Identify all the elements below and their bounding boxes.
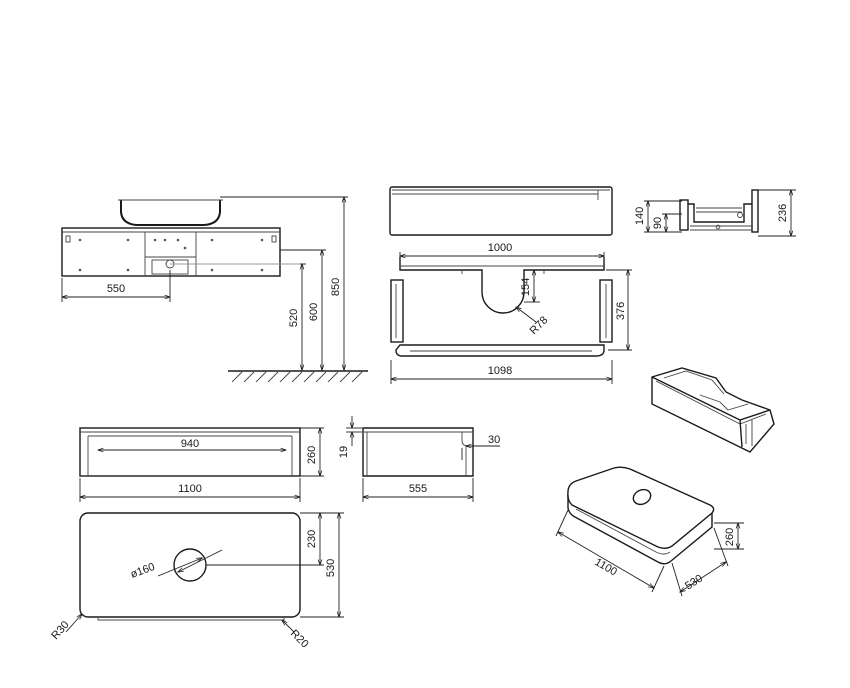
dim-376: 376 xyxy=(615,302,627,320)
dim-230: 230 xyxy=(306,530,318,548)
basin-section-view: 1000 154 R78 376 1098 xyxy=(389,186,632,384)
drawer-side-view: 140 90 236 xyxy=(634,189,796,236)
dim-19: 19 xyxy=(338,446,350,458)
dim-r20: R20 xyxy=(288,628,311,651)
basin-top-front xyxy=(389,186,613,236)
dim-530-plan: 530 xyxy=(325,559,337,577)
dim-600: 600 xyxy=(308,303,320,321)
dim-30: 30 xyxy=(488,434,500,446)
side-outline xyxy=(362,427,474,477)
front-elevation-view: 550 520 600 850 xyxy=(61,197,368,383)
dim-diameter-160: ø160 xyxy=(129,561,157,581)
plan-view: 230 530 ø160 R30 R20 xyxy=(49,512,344,651)
dim-154: 154 xyxy=(520,278,532,296)
dim-1100-front: 1100 xyxy=(178,483,202,495)
cabinet-body xyxy=(61,227,281,277)
drain-hole xyxy=(173,548,207,582)
dim-520: 520 xyxy=(288,309,300,327)
countertop-hole xyxy=(632,488,652,506)
dim-r30: R30 xyxy=(49,619,71,642)
dim-1000: 1000 xyxy=(488,242,512,254)
basin-outline xyxy=(120,200,221,226)
dim-140: 140 xyxy=(634,207,646,225)
dim-260-front: 260 xyxy=(306,446,318,464)
dim-555: 555 xyxy=(409,483,427,495)
drawer-rail xyxy=(679,199,689,231)
dim-1098: 1098 xyxy=(488,365,512,377)
dim-236: 236 xyxy=(777,204,789,222)
top-front-view: 940 260 1100 xyxy=(79,427,324,502)
top-front-outline xyxy=(79,427,301,477)
countertop-iso-top xyxy=(567,466,715,549)
floor-hatch xyxy=(231,371,363,383)
dim-550: 550 xyxy=(107,283,125,295)
dim-90: 90 xyxy=(652,217,664,229)
hinge-dots xyxy=(78,238,264,272)
dim-1100-iso: 1100 xyxy=(593,556,619,578)
drawer-iso-outline xyxy=(651,367,775,453)
basin-section-outline xyxy=(399,257,605,314)
dim-260-iso: 260 xyxy=(724,528,736,546)
dim-940: 940 xyxy=(181,438,199,450)
countertop-isometric-view: 1100 530 260 xyxy=(555,466,744,597)
side-section-view: 19 30 555 xyxy=(338,416,500,502)
dim-530-iso: 530 xyxy=(683,572,705,592)
dim-850: 850 xyxy=(330,278,342,296)
drawer-isometric-view xyxy=(651,367,775,453)
